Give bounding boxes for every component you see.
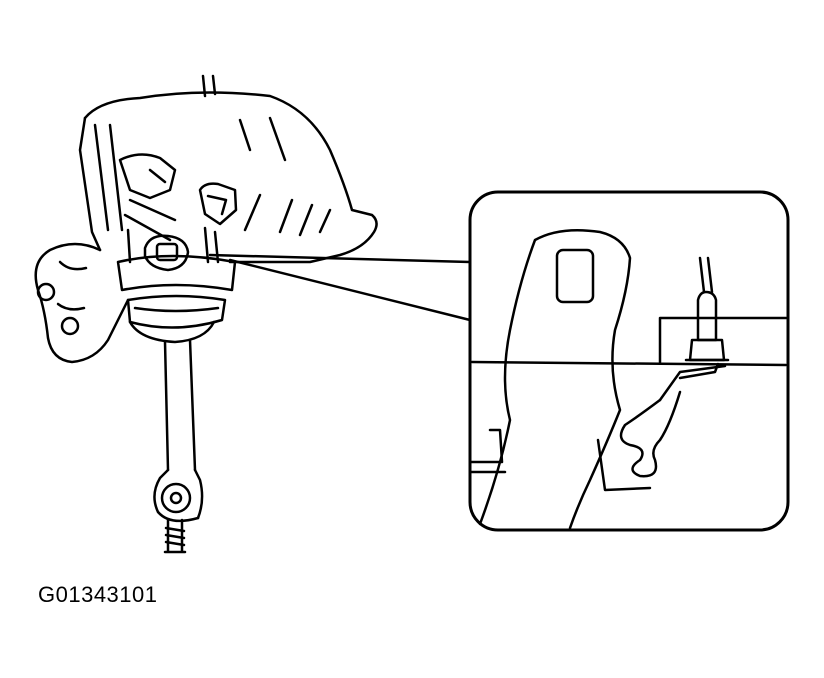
figure-caption: G01343101: [38, 582, 158, 607]
control-rod: [153, 338, 204, 554]
assembly-housing: [34, 74, 378, 364]
detail-callout: [468, 190, 790, 532]
leader-line: [208, 253, 472, 322]
